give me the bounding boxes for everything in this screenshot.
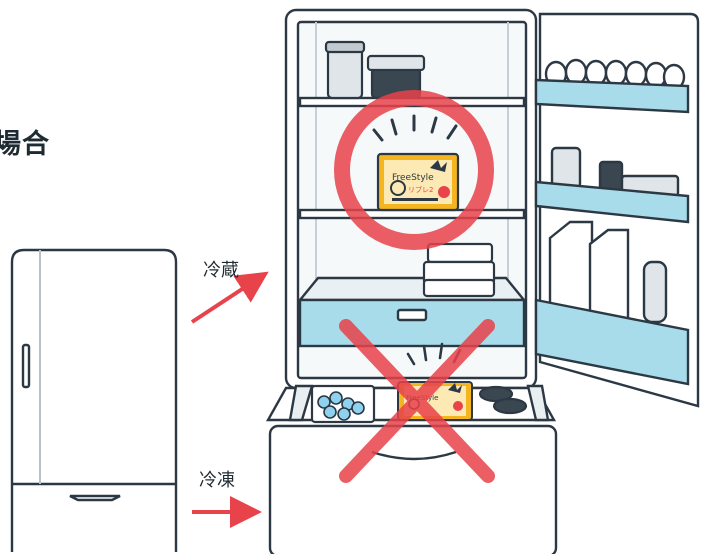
product-name: リブレ2: [408, 185, 433, 194]
product-brand: FreeStyle: [392, 173, 434, 183]
fridge-arrow: [192, 276, 262, 322]
product-box-fridge: FreeStyle リブレ2: [378, 154, 458, 210]
heading-fragment: 場合: [0, 122, 50, 161]
closed-fridge-icon: [12, 250, 176, 552]
fridge-door: [536, 14, 698, 406]
fridge-label: 冷蔵: [203, 256, 239, 282]
freezer-label: 冷凍: [199, 466, 235, 492]
